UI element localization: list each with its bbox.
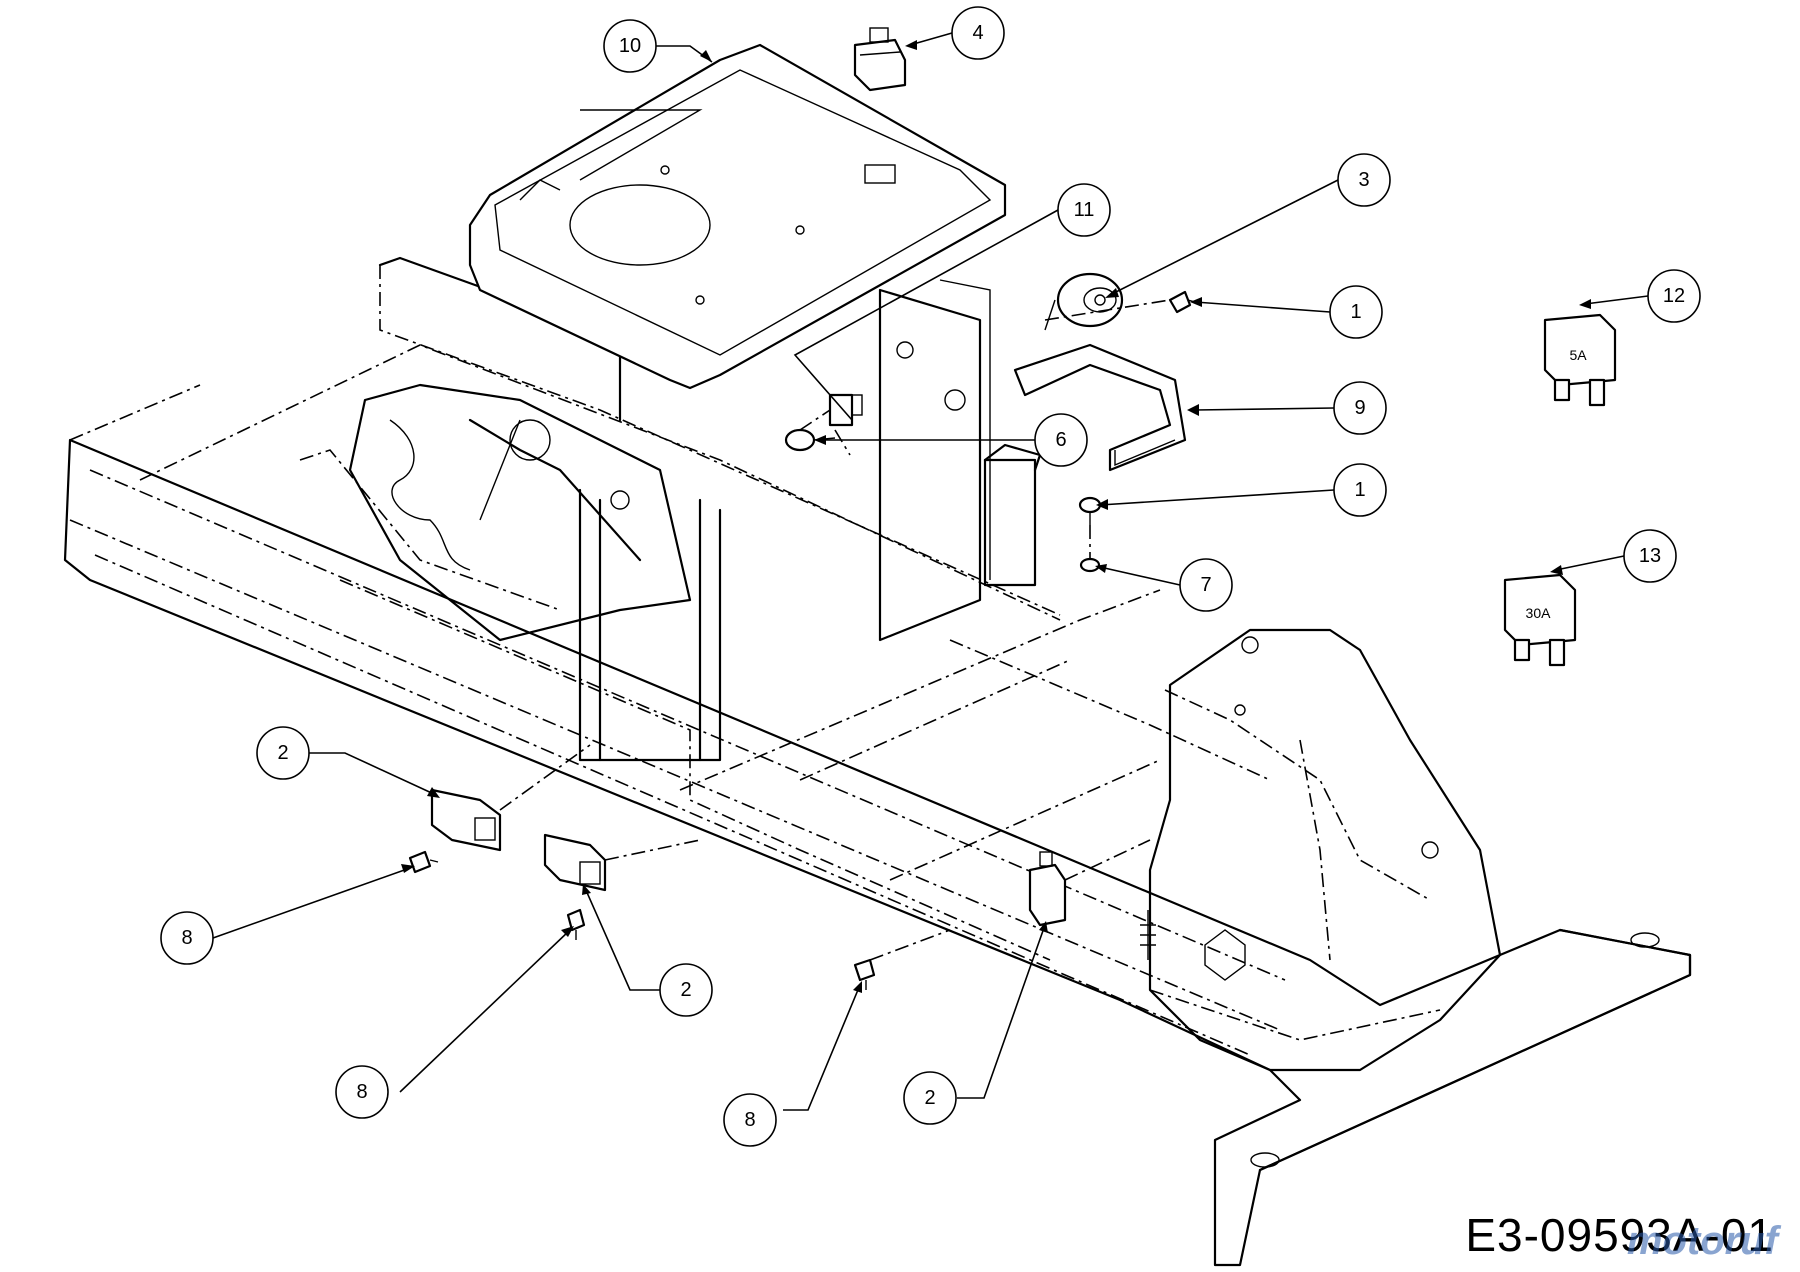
rear-cross-beam bbox=[1250, 928, 1692, 1172]
callout-4: 4 bbox=[951, 6, 1005, 60]
callout-6: 6 bbox=[1034, 413, 1088, 467]
part-8-screw-right bbox=[853, 958, 876, 990]
part-2-connector-left bbox=[430, 788, 502, 852]
callout-2-left: 2 bbox=[256, 726, 310, 780]
part-4-switch bbox=[853, 27, 907, 92]
seat-adjust-bracket bbox=[348, 383, 722, 762]
callout-10: 10 bbox=[603, 19, 657, 73]
callout-1-lower: 1 bbox=[1333, 463, 1387, 517]
part-3-ignition-switch bbox=[1044, 272, 1124, 331]
callout-8-middle: 8 bbox=[335, 1065, 389, 1119]
part-2-connector-middle bbox=[543, 833, 607, 892]
callout-12: 12 bbox=[1647, 269, 1701, 323]
svg-text:8: 8 bbox=[356, 1081, 367, 1103]
callout-2-middle: 2 bbox=[659, 963, 713, 1017]
callout-13: 13 bbox=[1623, 529, 1677, 583]
callout-leaders bbox=[212, 32, 1649, 1111]
svg-text:12: 12 bbox=[1663, 285, 1685, 307]
part-1-bolt-lower bbox=[1078, 496, 1102, 525]
seat-pan bbox=[468, 43, 1007, 390]
drawing-code: E3-09593A-01 bbox=[1465, 1209, 1774, 1261]
svg-text:2: 2 bbox=[924, 1087, 935, 1109]
fuse-label-5a: 5A bbox=[1569, 347, 1587, 363]
part-8-screw-middle bbox=[566, 908, 586, 940]
svg-text:1: 1 bbox=[1350, 301, 1361, 323]
battery-tray bbox=[878, 279, 1042, 642]
right-side-plate bbox=[1148, 628, 1502, 1072]
fuse-label-30a: 30A bbox=[1526, 605, 1552, 621]
callout-2-right: 2 bbox=[903, 1071, 957, 1125]
chassis-frame bbox=[63, 256, 1692, 1267]
svg-text:10: 10 bbox=[619, 35, 641, 57]
callout-3: 3 bbox=[1337, 153, 1391, 207]
part-9-switch-bracket bbox=[1013, 343, 1187, 472]
svg-text:2: 2 bbox=[277, 742, 288, 764]
callouts: 10 4 3 11 1 12 9 6 1 7 13 2 8 2 8 8 2 bbox=[160, 6, 1701, 1147]
watermark-logo: motoruf bbox=[1626, 1219, 1778, 1263]
svg-text:13: 13 bbox=[1639, 545, 1661, 567]
svg-text:4: 4 bbox=[972, 22, 983, 44]
callout-8-left: 8 bbox=[160, 911, 214, 965]
part-7-washer bbox=[1079, 557, 1101, 573]
part-2-connector-right bbox=[1028, 851, 1067, 927]
part-8-screw-left bbox=[408, 850, 439, 874]
svg-text:8: 8 bbox=[744, 1109, 755, 1131]
svg-text:6: 6 bbox=[1055, 429, 1066, 451]
part-13-fuse-30a: 30A bbox=[1503, 573, 1577, 667]
callout-1-upper: 1 bbox=[1329, 285, 1383, 339]
callout-8-right: 8 bbox=[723, 1093, 777, 1147]
part-2-spring-connector bbox=[1140, 910, 1156, 960]
callout-9: 9 bbox=[1333, 381, 1387, 435]
svg-text:8: 8 bbox=[181, 927, 192, 949]
svg-text:11: 11 bbox=[1074, 199, 1095, 221]
svg-text:2: 2 bbox=[680, 979, 691, 1001]
svg-text:1: 1 bbox=[1354, 479, 1365, 501]
callout-7: 7 bbox=[1179, 558, 1233, 612]
svg-text:3: 3 bbox=[1358, 169, 1369, 191]
callout-11: 11 bbox=[1057, 183, 1111, 237]
svg-text:9: 9 bbox=[1354, 397, 1365, 419]
assembly-guides bbox=[499, 299, 1171, 961]
svg-text:7: 7 bbox=[1200, 574, 1211, 596]
part-12-fuse-5a: 5A bbox=[1543, 313, 1617, 407]
